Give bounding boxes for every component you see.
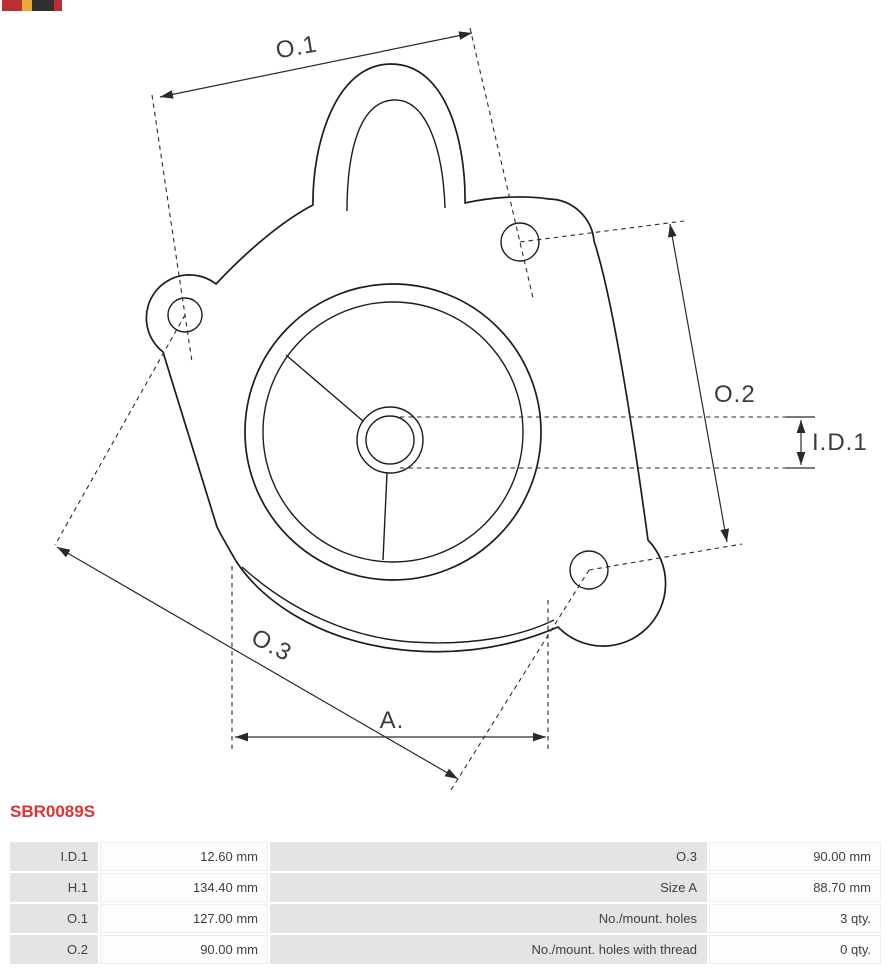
extension-line xyxy=(519,220,685,243)
spec-value: 12.60 mm xyxy=(100,842,268,871)
spec-value: 3 qty. xyxy=(709,904,881,933)
dimension-line xyxy=(667,223,730,543)
spec-value: 90.00 mm xyxy=(100,935,268,964)
spec-value: 134.40 mm xyxy=(100,873,268,902)
starter-cover-diagram: O.1 O.2 I.D.1 xyxy=(54,27,868,791)
mount-hole-top-right xyxy=(500,222,540,262)
dimension-label-o2: O.2 xyxy=(714,381,756,408)
dimension-label-id1: I.D.1 xyxy=(812,429,868,456)
spec-label: I.D.1 xyxy=(10,842,98,871)
table-row: O.2 90.00 mm No./mount. holes with threa… xyxy=(10,935,881,964)
brand-watermark xyxy=(2,0,62,11)
extension-line xyxy=(54,314,186,546)
dimension-o2: O.2 xyxy=(519,220,756,571)
dimension-line xyxy=(56,546,459,780)
watermark-block xyxy=(22,0,32,11)
watermark-block xyxy=(32,0,54,11)
table-row: I.D.1 12.60 mm O.3 90.00 mm xyxy=(10,842,881,871)
spec-table: I.D.1 12.60 mm O.3 90.00 mm H.1 134.40 m… xyxy=(8,840,883,966)
spec-value: 127.00 mm xyxy=(100,904,268,933)
extension-line xyxy=(450,569,590,791)
dimension-label-a: A. xyxy=(380,707,405,734)
extension-line xyxy=(588,543,743,571)
spec-value: 90.00 mm xyxy=(709,842,881,871)
sector-line-lower xyxy=(382,472,388,561)
mount-hole-top-left xyxy=(167,297,203,333)
plate-body xyxy=(145,63,667,653)
spec-label: O.2 xyxy=(10,935,98,964)
spec-label: No./mount. holes with thread xyxy=(270,935,707,964)
table-row: H.1 134.40 mm Size A 88.70 mm xyxy=(10,873,881,902)
technical-drawing: O.1 O.2 I.D.1 xyxy=(54,27,868,791)
dimension-a: A. xyxy=(231,566,549,749)
dimension-line xyxy=(159,31,473,99)
hub-bore-circle xyxy=(365,415,415,465)
hub-outer-circle xyxy=(356,406,424,474)
inner-boss-circle xyxy=(262,301,524,563)
dimension-id1: I.D.1 xyxy=(400,416,868,469)
extension-line xyxy=(469,27,534,299)
spec-label: O.1 xyxy=(10,904,98,933)
watermark-block xyxy=(2,0,22,11)
extension-line xyxy=(151,94,193,363)
spec-value: 88.70 mm xyxy=(709,873,881,902)
spec-label: O.3 xyxy=(270,842,707,871)
spec-label: No./mount. holes xyxy=(270,904,707,933)
spec-label: Size A xyxy=(270,873,707,902)
spec-label: H.1 xyxy=(10,873,98,902)
sector-line-upper xyxy=(285,354,364,422)
plate-outline xyxy=(145,63,667,653)
mount-hole-bottom-right xyxy=(569,550,609,590)
bottom-rim-contour xyxy=(241,566,555,644)
loop-inner-slot xyxy=(346,99,446,212)
table-row: O.1 127.00 mm No./mount. holes 3 qty. xyxy=(10,904,881,933)
spec-value: 0 qty. xyxy=(709,935,881,964)
dimension-label-o1: O.1 xyxy=(274,31,320,65)
outer-boss-circle xyxy=(244,283,542,581)
part-number: SBR0089S xyxy=(10,802,96,821)
watermark-block xyxy=(54,0,62,11)
